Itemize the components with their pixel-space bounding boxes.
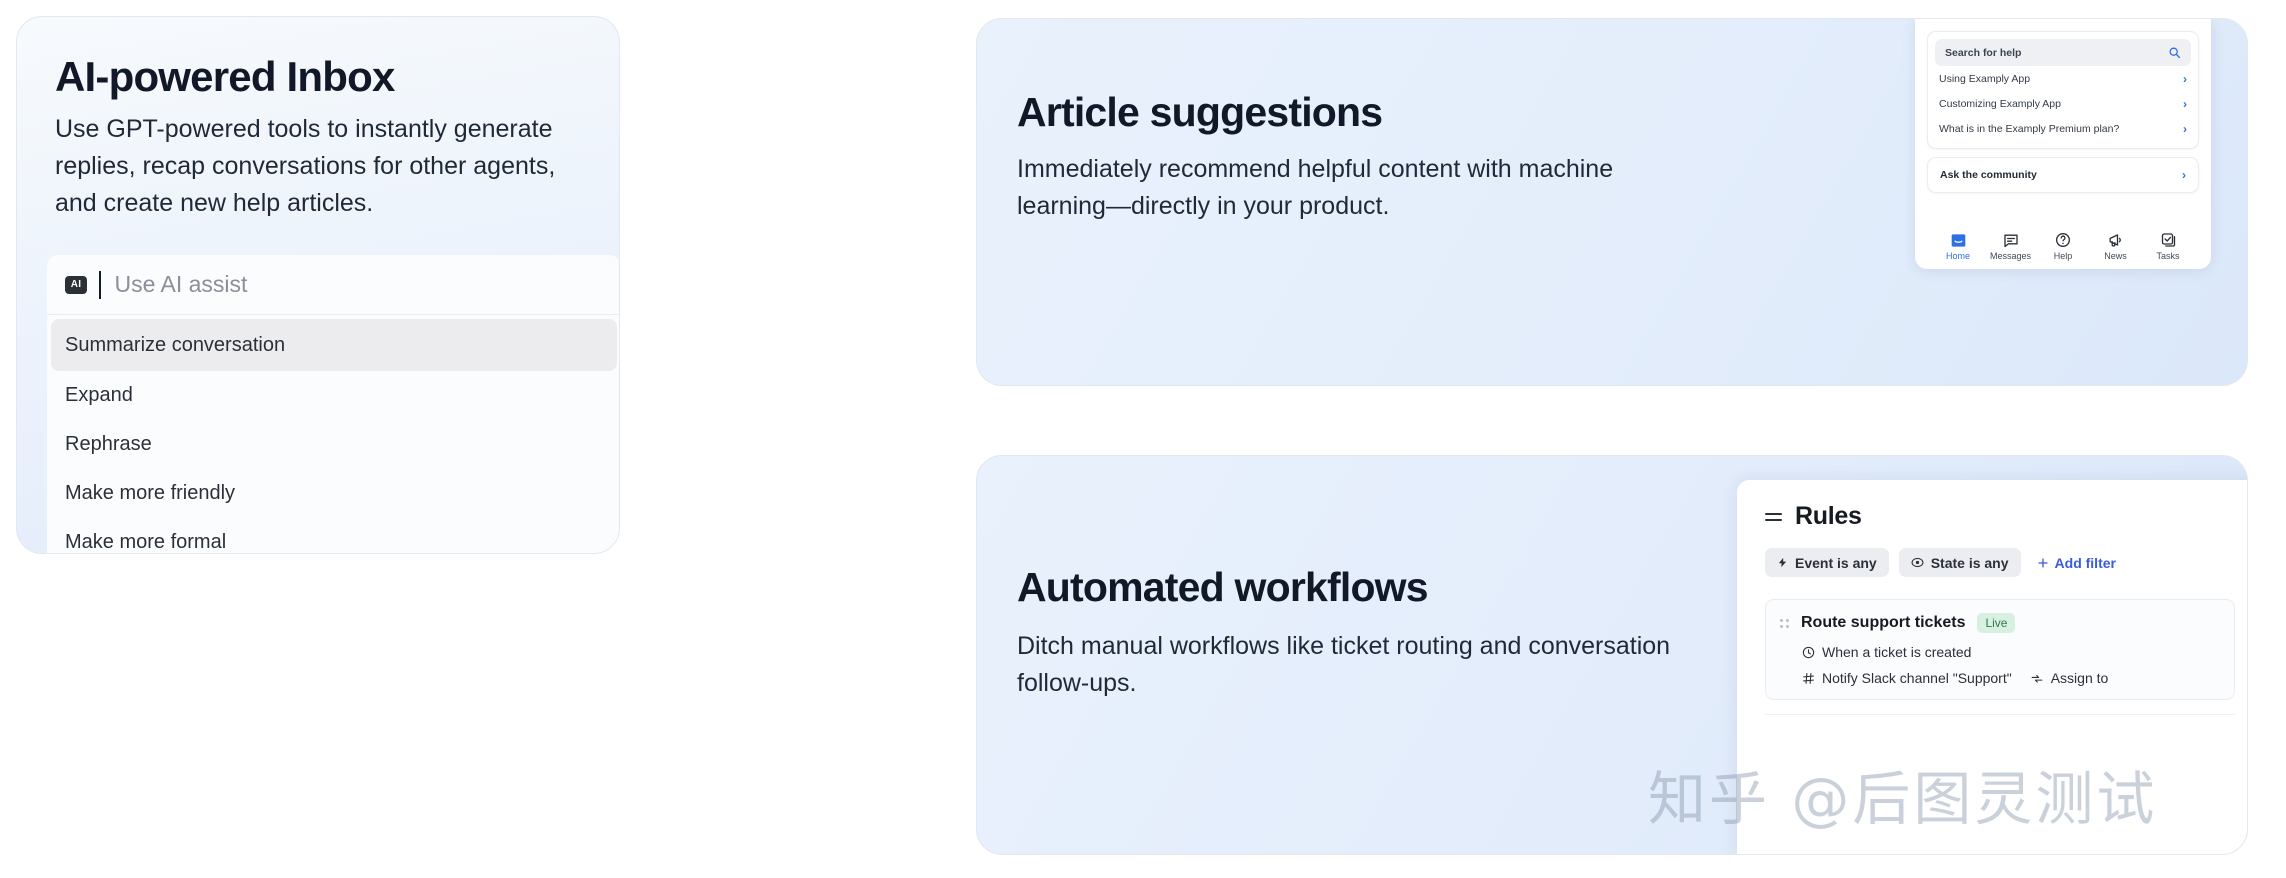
text-caret — [99, 270, 101, 299]
rule-action-notify-slack: Notify Slack channel "Support" — [1802, 670, 2012, 686]
tasks-icon — [2160, 232, 2177, 248]
ai-assist-panel: AI Use AI assist Summarize conversation … — [47, 255, 619, 553]
nav-item-tasks[interactable]: Tasks — [2143, 232, 2193, 261]
help-row-label: Using Examply App — [1939, 72, 2031, 85]
help-icon — [2055, 232, 2071, 248]
nav-item-label: Help — [2053, 251, 2073, 261]
card-article-suggestions: Article suggestions Immediately recommen… — [976, 18, 2248, 386]
ai-assist-input-placeholder: Use AI assist — [114, 271, 248, 297]
ask-the-community-button[interactable]: Ask the community › — [1927, 157, 2199, 193]
add-filter-label: Add filter — [2054, 554, 2116, 571]
card-description: Use GPT-powered tools to instantly gener… — [55, 115, 556, 217]
drag-handle-icon[interactable] — [1780, 618, 1789, 628]
rule-trigger-label: When a ticket is created — [1822, 644, 1972, 660]
filter-chip-label: Event is any — [1795, 554, 1877, 571]
target-icon — [1911, 556, 1924, 569]
filter-chip-state[interactable]: State is any — [1898, 548, 2021, 577]
card-ai-powered-inbox: AI-powered Inbox Use GPT-powered tools t… — [16, 16, 620, 554]
chevron-right-icon: › — [2183, 71, 2187, 86]
ai-assist-input-row[interactable]: AI Use AI assist — [47, 255, 619, 315]
nav-item-messages[interactable]: Messages — [1986, 232, 2036, 261]
page-title: AI-powered Inbox — [55, 53, 395, 100]
search-icon — [2168, 46, 2181, 59]
status-badge: Live — [1977, 613, 2016, 633]
card-description: Ditch manual workflows like ticket routi… — [1017, 632, 1671, 697]
help-row-label: Customizing Examply App — [1939, 97, 2061, 110]
rules-title: Rules — [1795, 502, 1862, 530]
card-automated-workflows: Automated workflows Ditch manual workflo… — [976, 455, 2248, 855]
hamburger-icon[interactable] — [1765, 512, 1782, 521]
messenger-bottom-nav: Home Messages — [1927, 232, 2199, 269]
assist-option-label: Expand — [65, 384, 133, 406]
rule-card-header: Route support tickets Live — [1780, 613, 2220, 633]
chevron-right-icon: › — [2183, 121, 2187, 136]
home-icon — [1950, 232, 1967, 248]
help-center-panel: Search for help Using Examply App › Cust… — [1927, 31, 2199, 149]
rule-list-divider — [1765, 714, 2235, 715]
rules-header: Rules — [1765, 502, 2247, 531]
rule-action-assign-to: Assign to — [2030, 670, 2109, 686]
assist-option-expand[interactable]: Expand — [47, 371, 619, 420]
nav-item-label: Messages — [1989, 251, 2032, 261]
help-row-using-examply-app[interactable]: Using Examply App › — [1935, 66, 2191, 91]
messenger-widget-mockup: Search for help Using Examply App › Cust… — [1915, 19, 2211, 269]
plus-icon — [2037, 557, 2049, 569]
assist-option-make-more-friendly[interactable]: Make more friendly — [47, 469, 619, 518]
nav-item-label: News — [2104, 251, 2127, 261]
chevron-right-icon: › — [2183, 96, 2187, 111]
assist-option-rephrase[interactable]: Rephrase — [47, 420, 619, 469]
assist-option-label: Make more friendly — [65, 482, 236, 504]
slack-icon — [1802, 672, 1815, 685]
assist-option-make-more-formal[interactable]: Make more formal — [47, 518, 619, 553]
search-placeholder: Search for help — [1945, 46, 2022, 59]
add-filter-button[interactable]: Add filter — [2037, 555, 2116, 571]
search-input[interactable]: Search for help — [1935, 39, 2191, 66]
help-row-premium-plan[interactable]: What is in the Examply Premium plan? › — [1935, 116, 2191, 141]
assist-option-label: Summarize conversation — [65, 333, 286, 356]
clock-icon — [1802, 646, 1815, 659]
filter-chip-event[interactable]: Event is any — [1765, 548, 1889, 577]
nav-item-label: Home — [1945, 251, 1970, 261]
chevron-right-icon: › — [2182, 168, 2186, 182]
rule-name: Route support tickets — [1801, 614, 1966, 631]
rule-action-label: Assign to — [2050, 670, 2109, 686]
rule-actions: Notify Slack channel "Support" Assign to — [1802, 670, 2220, 686]
rule-card-route-support-tickets[interactable]: Route support tickets Live When a ticket… — [1765, 599, 2235, 700]
card-description: Immediately recommend helpful content wi… — [1017, 155, 1614, 220]
megaphone-icon — [2107, 232, 2124, 248]
assist-option-label: Make more formal — [65, 531, 227, 553]
rule-trigger: When a ticket is created — [1802, 644, 2220, 660]
rule-action-label: Notify Slack channel "Support" — [1822, 670, 2012, 686]
assist-option-label: Rephrase — [65, 433, 152, 455]
page-title: Article suggestions — [1017, 89, 1383, 135]
message-icon — [2003, 232, 2019, 248]
assign-icon — [2030, 672, 2044, 685]
rules-panel-mockup: Rules Event is any State is any — [1737, 480, 2247, 854]
help-row-label: What is in the Examply Premium plan? — [1939, 122, 2120, 135]
nav-item-home[interactable]: Home — [1933, 232, 1983, 261]
ask-the-community-label: Ask the community — [1940, 169, 2037, 181]
nav-item-news[interactable]: News — [2091, 232, 2141, 261]
nav-item-help[interactable]: Help — [2038, 232, 2088, 261]
filter-chip-label: State is any — [1930, 554, 2009, 571]
nav-item-label: Tasks — [2156, 251, 2180, 261]
ai-badge-icon: AI — [65, 275, 87, 294]
help-row-customizing-examply-app[interactable]: Customizing Examply App › — [1935, 91, 2191, 116]
rules-filter-bar: Event is any State is any — [1765, 548, 2247, 577]
page-title: Automated workflows — [1017, 564, 1429, 610]
bolt-icon — [1777, 556, 1788, 569]
assist-option-summarize-conversation[interactable]: Summarize conversation — [51, 319, 617, 371]
